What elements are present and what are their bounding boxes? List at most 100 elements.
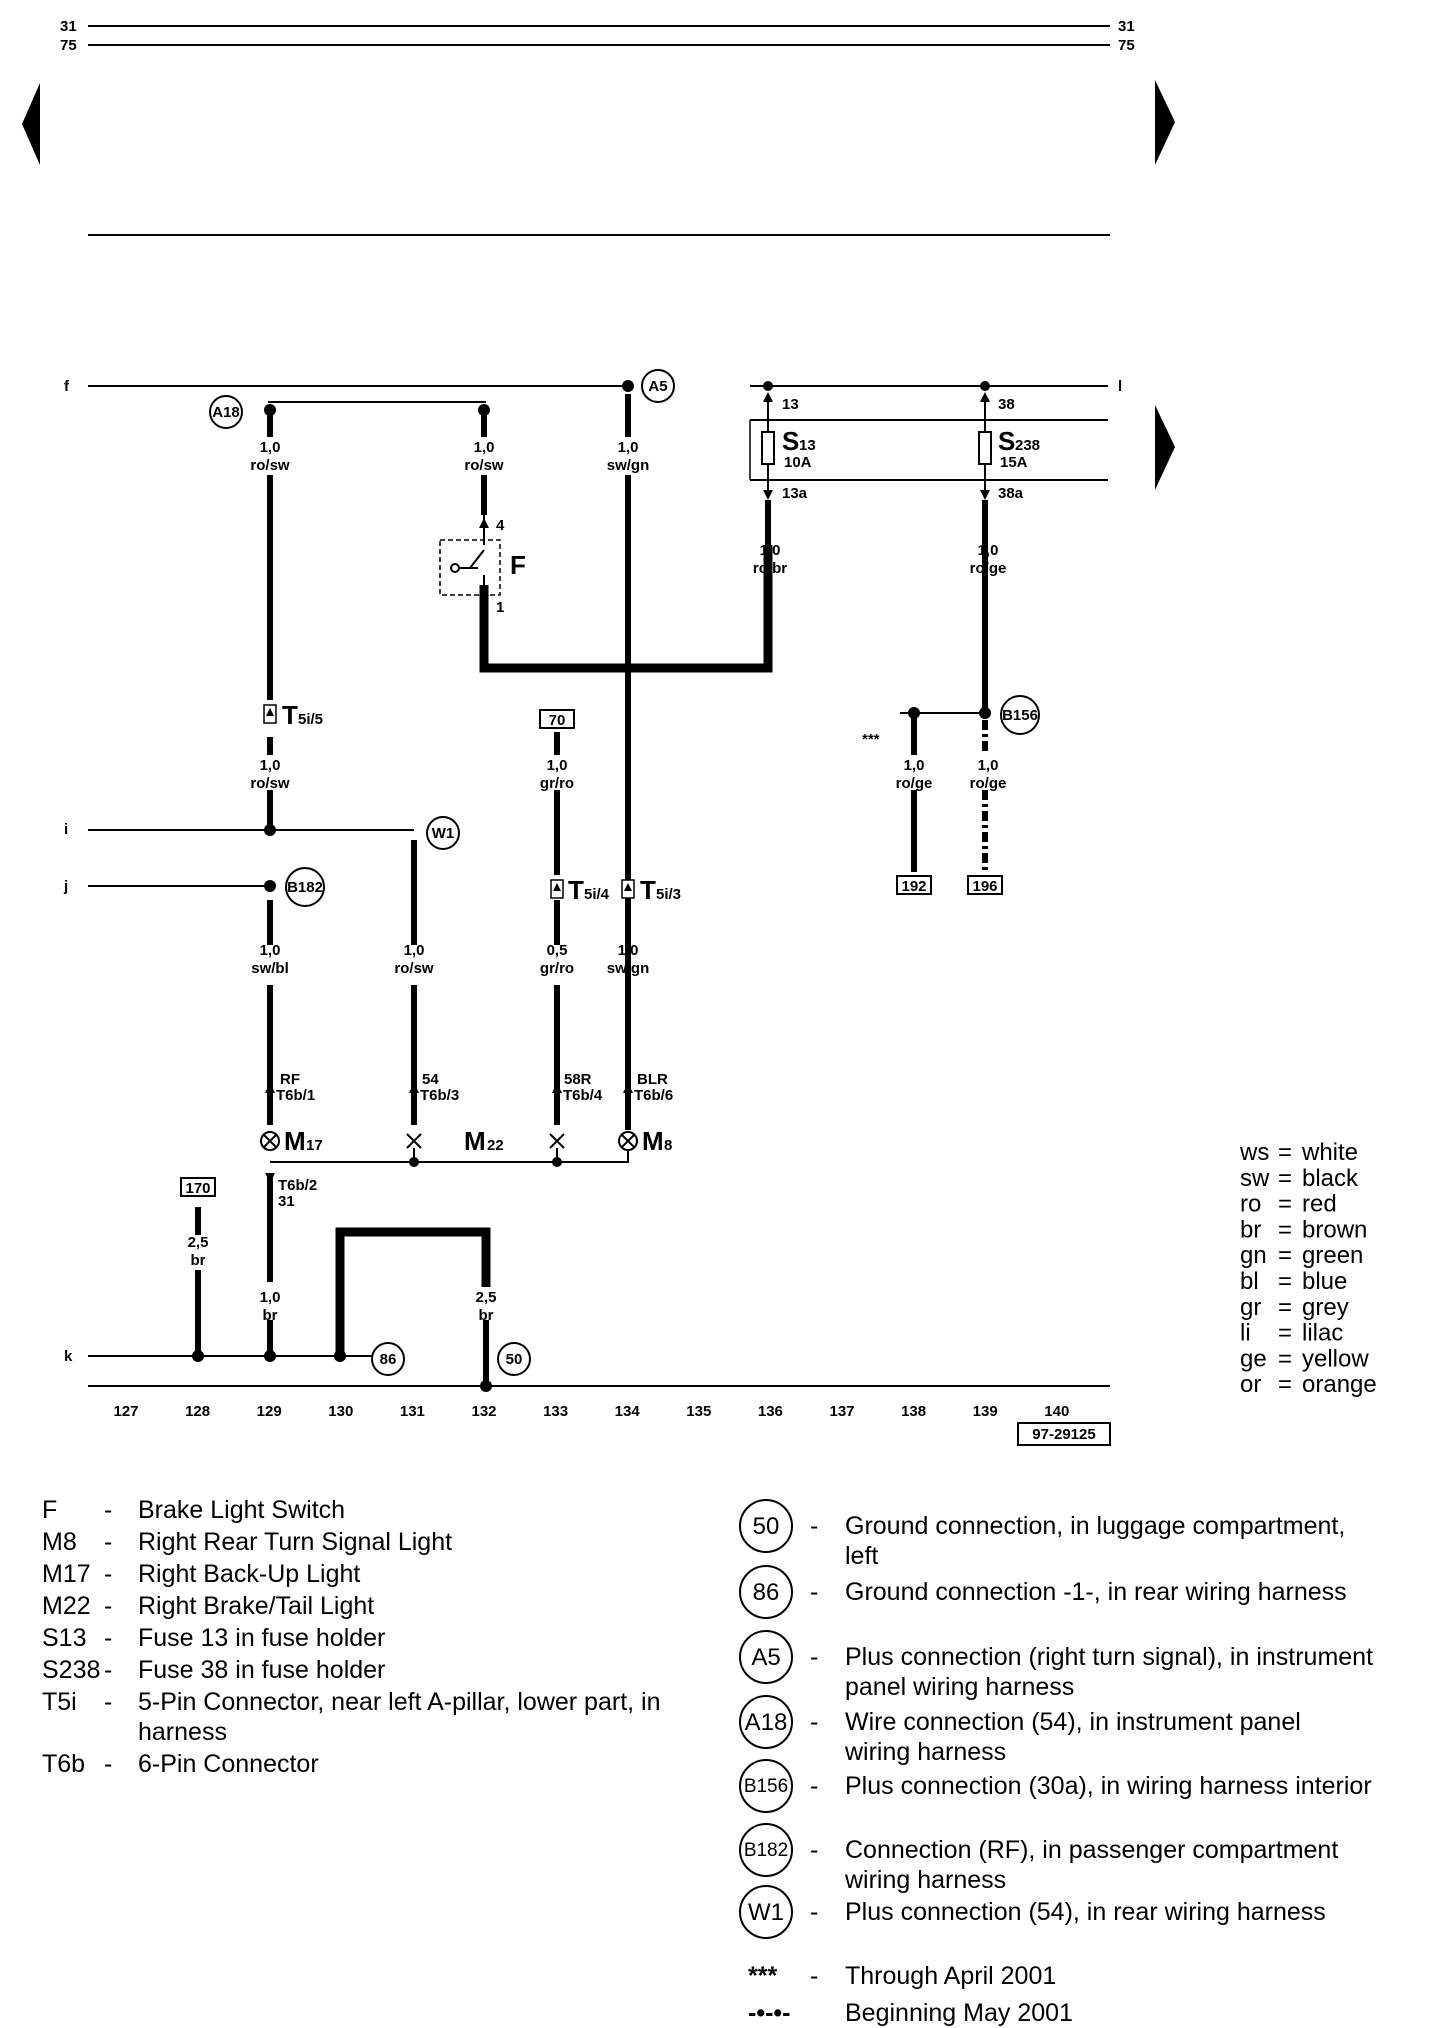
fuse-S13[interactable]: 13 S 13 10A 13a 1,0 ro/br	[753, 392, 816, 577]
color-code: gr	[1240, 1294, 1261, 1321]
svg-text:-: -	[810, 1962, 818, 1990]
svg-text:S13: S13	[42, 1624, 86, 1652]
svg-text:5i/4: 5i/4	[584, 886, 610, 903]
point-A18[interactable]	[209, 395, 243, 429]
svg-text:-: -	[810, 1578, 818, 1606]
track-number: 140	[1044, 1403, 1069, 1420]
svg-text:38a: 38a	[998, 485, 1024, 502]
svg-text:13: 13	[782, 396, 799, 413]
lamp-M17[interactable]: M 17	[260, 1126, 323, 1156]
equals-sign: =	[1278, 1216, 1292, 1243]
ground-50[interactable]	[497, 1342, 531, 1376]
junction-dots	[192, 380, 991, 1392]
color-name: red	[1302, 1191, 1337, 1218]
point-B182-label: B182	[287, 879, 323, 896]
page-number-left-top: 31	[60, 18, 77, 35]
component-legend: F - Brake Light Switch M8 - Right Rear T…	[42, 1496, 661, 1778]
svg-text:-: -	[104, 1750, 112, 1778]
bus-label-k: k	[64, 1348, 73, 1365]
wire-labels: 1,0 ro/sw 1,0 ro/sw 1,0 sw/gn 1,0 ro/sw …	[188, 439, 1007, 1324]
track-number: 137	[829, 1403, 854, 1420]
svg-text:Connection (RF), in passenger: Connection (RF), in passenger compartmen…	[845, 1836, 1338, 1864]
svg-text:-: -	[810, 1708, 818, 1736]
svg-text:panel wiring harness: panel wiring harness	[845, 1673, 1074, 1701]
svg-text:Ground connection -1-, in rear: Ground connection -1-, in rear wiring ha…	[845, 1578, 1347, 1606]
connector-T5i-4: T 5i/4	[550, 875, 610, 905]
next-page-arrow-icon[interactable]	[1155, 80, 1175, 165]
point-A5[interactable]	[641, 369, 675, 403]
svg-text:50: 50	[753, 1513, 780, 1540]
svg-text:T6b/2: T6b/2	[278, 1177, 317, 1194]
svg-text:sw/gn: sw/gn	[607, 457, 650, 474]
svg-text:F: F	[510, 550, 526, 580]
color-code: ws	[1239, 1139, 1269, 1166]
svg-text:-: -	[810, 1512, 818, 1540]
svg-text:T: T	[640, 875, 656, 905]
continue-arrow-icon[interactable]	[1155, 405, 1175, 490]
svg-text:F: F	[42, 1496, 57, 1524]
svg-text:-: -	[810, 1772, 818, 1800]
svg-text:harness: harness	[138, 1718, 227, 1746]
svg-text:Fuse 38 in fuse holder: Fuse 38 in fuse holder	[138, 1656, 385, 1684]
track-number: 133	[543, 1403, 568, 1420]
connector-T5i-5: T 5i/5	[263, 700, 323, 730]
connection-points: A5 A18 W1 B182 B156 86 50	[209, 369, 1040, 1376]
lamp-M8[interactable]: M 8	[618, 1126, 672, 1162]
svg-text:Beginning May 2001: Beginning May 2001	[845, 1999, 1073, 2027]
svg-text:5i/3: 5i/3	[656, 886, 681, 903]
svg-text:1,0: 1,0	[760, 542, 781, 559]
color-code: bl	[1240, 1268, 1259, 1295]
svg-text:-•-•-: -•-•-	[748, 1999, 790, 2027]
svg-text:ro/sw: ro/sw	[250, 775, 290, 792]
point-W1[interactable]	[426, 816, 460, 850]
page-number-right-top: 31	[1118, 18, 1135, 35]
color-name: orange	[1302, 1371, 1377, 1398]
point-B182[interactable]	[285, 867, 325, 907]
ref-170[interactable]: 170	[185, 1180, 210, 1197]
color-name: yellow	[1302, 1345, 1369, 1372]
svg-text:1: 1	[496, 599, 504, 616]
svg-text:S: S	[782, 426, 799, 456]
svg-text:ro/sw: ro/sw	[394, 960, 434, 977]
svg-text:238: 238	[1015, 437, 1040, 454]
point-B156[interactable]	[1000, 695, 1040, 735]
svg-text:1,0: 1,0	[978, 542, 999, 559]
ref-70[interactable]: 70	[549, 712, 566, 729]
color-name: green	[1302, 1242, 1363, 1269]
fuse-S238[interactable]: 38 S 238 15A 38a 1,0 ro/ge	[970, 392, 1040, 577]
svg-text:-: -	[810, 1836, 818, 1864]
prev-page-arrow-icon[interactable]	[22, 83, 40, 165]
svg-text:W1: W1	[748, 1899, 784, 1926]
point-A18-label: A18	[212, 404, 240, 421]
color-code: or	[1240, 1371, 1261, 1398]
svg-text:BLR: BLR	[637, 1071, 668, 1088]
svg-text:M: M	[642, 1126, 664, 1156]
svg-text:5-Pin Connector, near left A-p: 5-Pin Connector, near left A-pillar, low…	[138, 1688, 661, 1716]
svg-text:B182: B182	[744, 1840, 788, 1861]
point-B156-label: B156	[1002, 707, 1038, 724]
svg-text:br: br	[263, 1307, 278, 1324]
color-code: ge	[1240, 1345, 1267, 1372]
svg-text:-: -	[104, 1592, 112, 1620]
color-code: gn	[1240, 1242, 1267, 1269]
svg-text:wiring harness: wiring harness	[844, 1738, 1006, 1766]
svg-text:2,5: 2,5	[188, 1234, 209, 1251]
page-header: 31 75 31 75	[22, 18, 1175, 236]
svg-text:6-Pin Connector: 6-Pin Connector	[138, 1750, 319, 1778]
track-number: 136	[758, 1403, 783, 1420]
lamp-M22[interactable]: M 22	[406, 1126, 565, 1162]
svg-text:br: br	[191, 1252, 206, 1269]
svg-text:***: ***	[748, 1962, 777, 1990]
color-name: grey	[1302, 1294, 1349, 1321]
ground-86[interactable]	[371, 1342, 405, 1376]
ref-196[interactable]: 196	[972, 878, 997, 895]
svg-text:13a: 13a	[782, 485, 808, 502]
wire-segments	[195, 394, 988, 1386]
brake-light-switch-F[interactable]: 4 1 F	[439, 515, 526, 616]
svg-text:-: -	[810, 1643, 818, 1671]
color-code: br	[1240, 1216, 1261, 1243]
svg-text:5i/5: 5i/5	[298, 711, 323, 728]
ref-192[interactable]: 192	[901, 878, 926, 895]
